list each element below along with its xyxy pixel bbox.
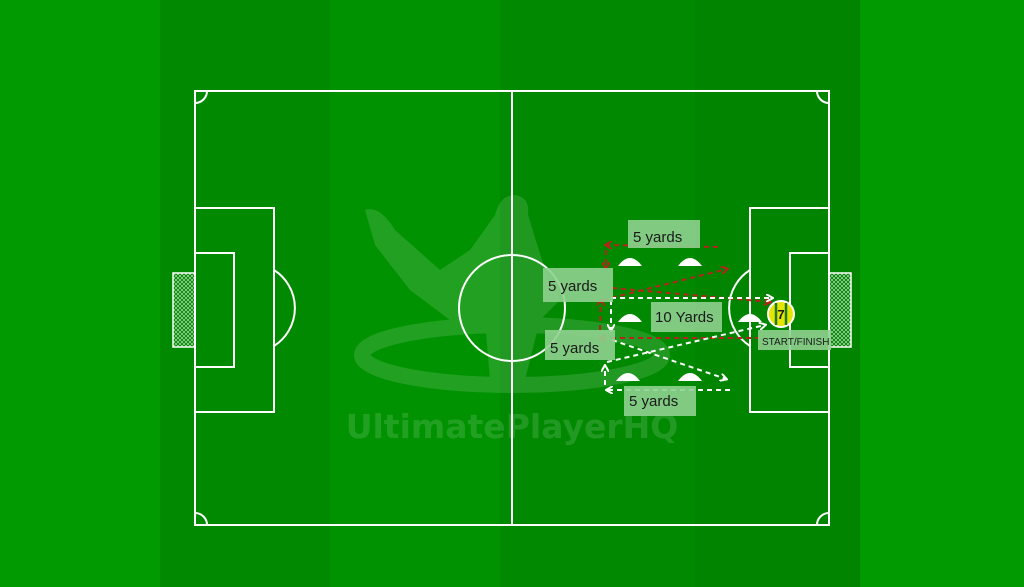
left-goal-net-icon: [172, 272, 196, 348]
red-arrow-diagonal-up: [602, 269, 727, 301]
label-middle-10-yards: 10 Yards: [655, 309, 714, 326]
corner-arc-tl: [194, 90, 208, 104]
right-goal-net-icon: [828, 272, 852, 348]
label-start-finish: START/FINISH: [762, 337, 829, 348]
cone-icon: [618, 314, 642, 322]
label-left-lower-5-yards: 5 yards: [550, 340, 599, 357]
cone-icon: [618, 258, 642, 266]
player-icon: 7: [767, 300, 795, 328]
white-arrow-diagonal-down: [611, 339, 726, 379]
corner-arc-br: [816, 512, 830, 526]
corner-arc-tr: [816, 90, 830, 104]
cone-icon: [738, 314, 762, 322]
corner-arc-bl: [194, 512, 208, 526]
label-bottom-5-yards: 5 yards: [629, 393, 678, 410]
white-arrow-diagonal-up-lower: [606, 325, 765, 363]
cones: [616, 258, 762, 381]
player-number: 7: [777, 307, 784, 322]
pitch-lines: [194, 90, 830, 526]
cone-icon: [678, 258, 702, 266]
label-left-upper-5-yards: 5 yards: [548, 278, 597, 295]
distance-labels: 5 yards 5 yards 10 Yards 5 yards 5 yards…: [543, 220, 831, 416]
left-penalty-arc: [273, 269, 296, 347]
center-circle: [458, 254, 566, 362]
cone-icon: [678, 373, 702, 381]
label-top-5-yards: 5 yards: [633, 229, 682, 246]
cone-icon: [616, 373, 640, 381]
